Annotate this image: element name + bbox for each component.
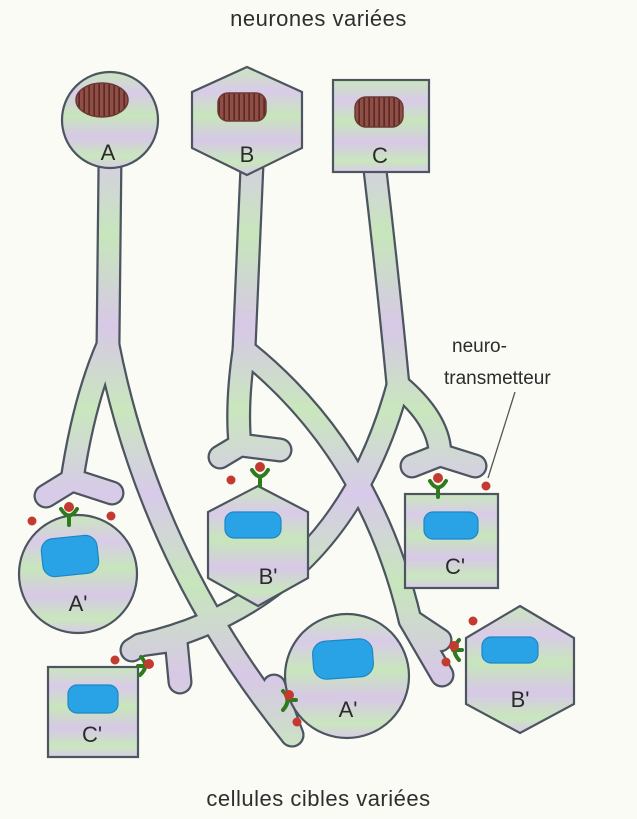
target-b-bottom-label: B' bbox=[511, 687, 530, 712]
target-b-middle: B' bbox=[208, 486, 308, 606]
target-a-bottom-label: A' bbox=[339, 697, 358, 722]
neuron-b: B bbox=[192, 67, 302, 175]
neuron-b-nucleus bbox=[218, 93, 266, 121]
title-bottom: cellules cibles variées bbox=[0, 786, 637, 812]
target-b-middle-label: B' bbox=[259, 564, 278, 589]
annotation-line1: neuro- bbox=[452, 336, 507, 357]
neuron-a: A bbox=[62, 72, 158, 168]
annotation-line2: transmetteur bbox=[444, 368, 551, 389]
target-b-bottom: B' bbox=[466, 606, 574, 733]
target-c-right-label: C' bbox=[445, 554, 465, 579]
target-a-left: A' bbox=[19, 515, 137, 633]
target-c-right-nucleus bbox=[424, 512, 478, 539]
target-a-left-nucleus bbox=[40, 534, 100, 578]
annotation-pointer bbox=[488, 392, 515, 478]
target-c-bottom: C' bbox=[48, 667, 138, 757]
target-b-middle-nucleus bbox=[225, 512, 281, 538]
target-b-bottom-nucleus bbox=[482, 637, 538, 663]
neuron-a-label: A bbox=[101, 140, 116, 165]
target-c-right: C' bbox=[405, 494, 498, 588]
target-a-bottom-nucleus bbox=[312, 638, 375, 680]
target-a-left-label: A' bbox=[69, 591, 88, 616]
neuron-b-label: B bbox=[240, 142, 255, 167]
neuron-c-nucleus bbox=[355, 97, 403, 127]
neuron-c: C bbox=[333, 80, 429, 172]
neuron-c-label: C bbox=[372, 143, 388, 168]
target-c-bottom-nucleus bbox=[68, 685, 118, 713]
receptor-b-middle bbox=[252, 470, 268, 486]
target-c-bottom-label: C' bbox=[82, 722, 102, 747]
neuron-a-nucleus bbox=[76, 83, 128, 117]
target-a-bottom: A' bbox=[285, 614, 409, 738]
